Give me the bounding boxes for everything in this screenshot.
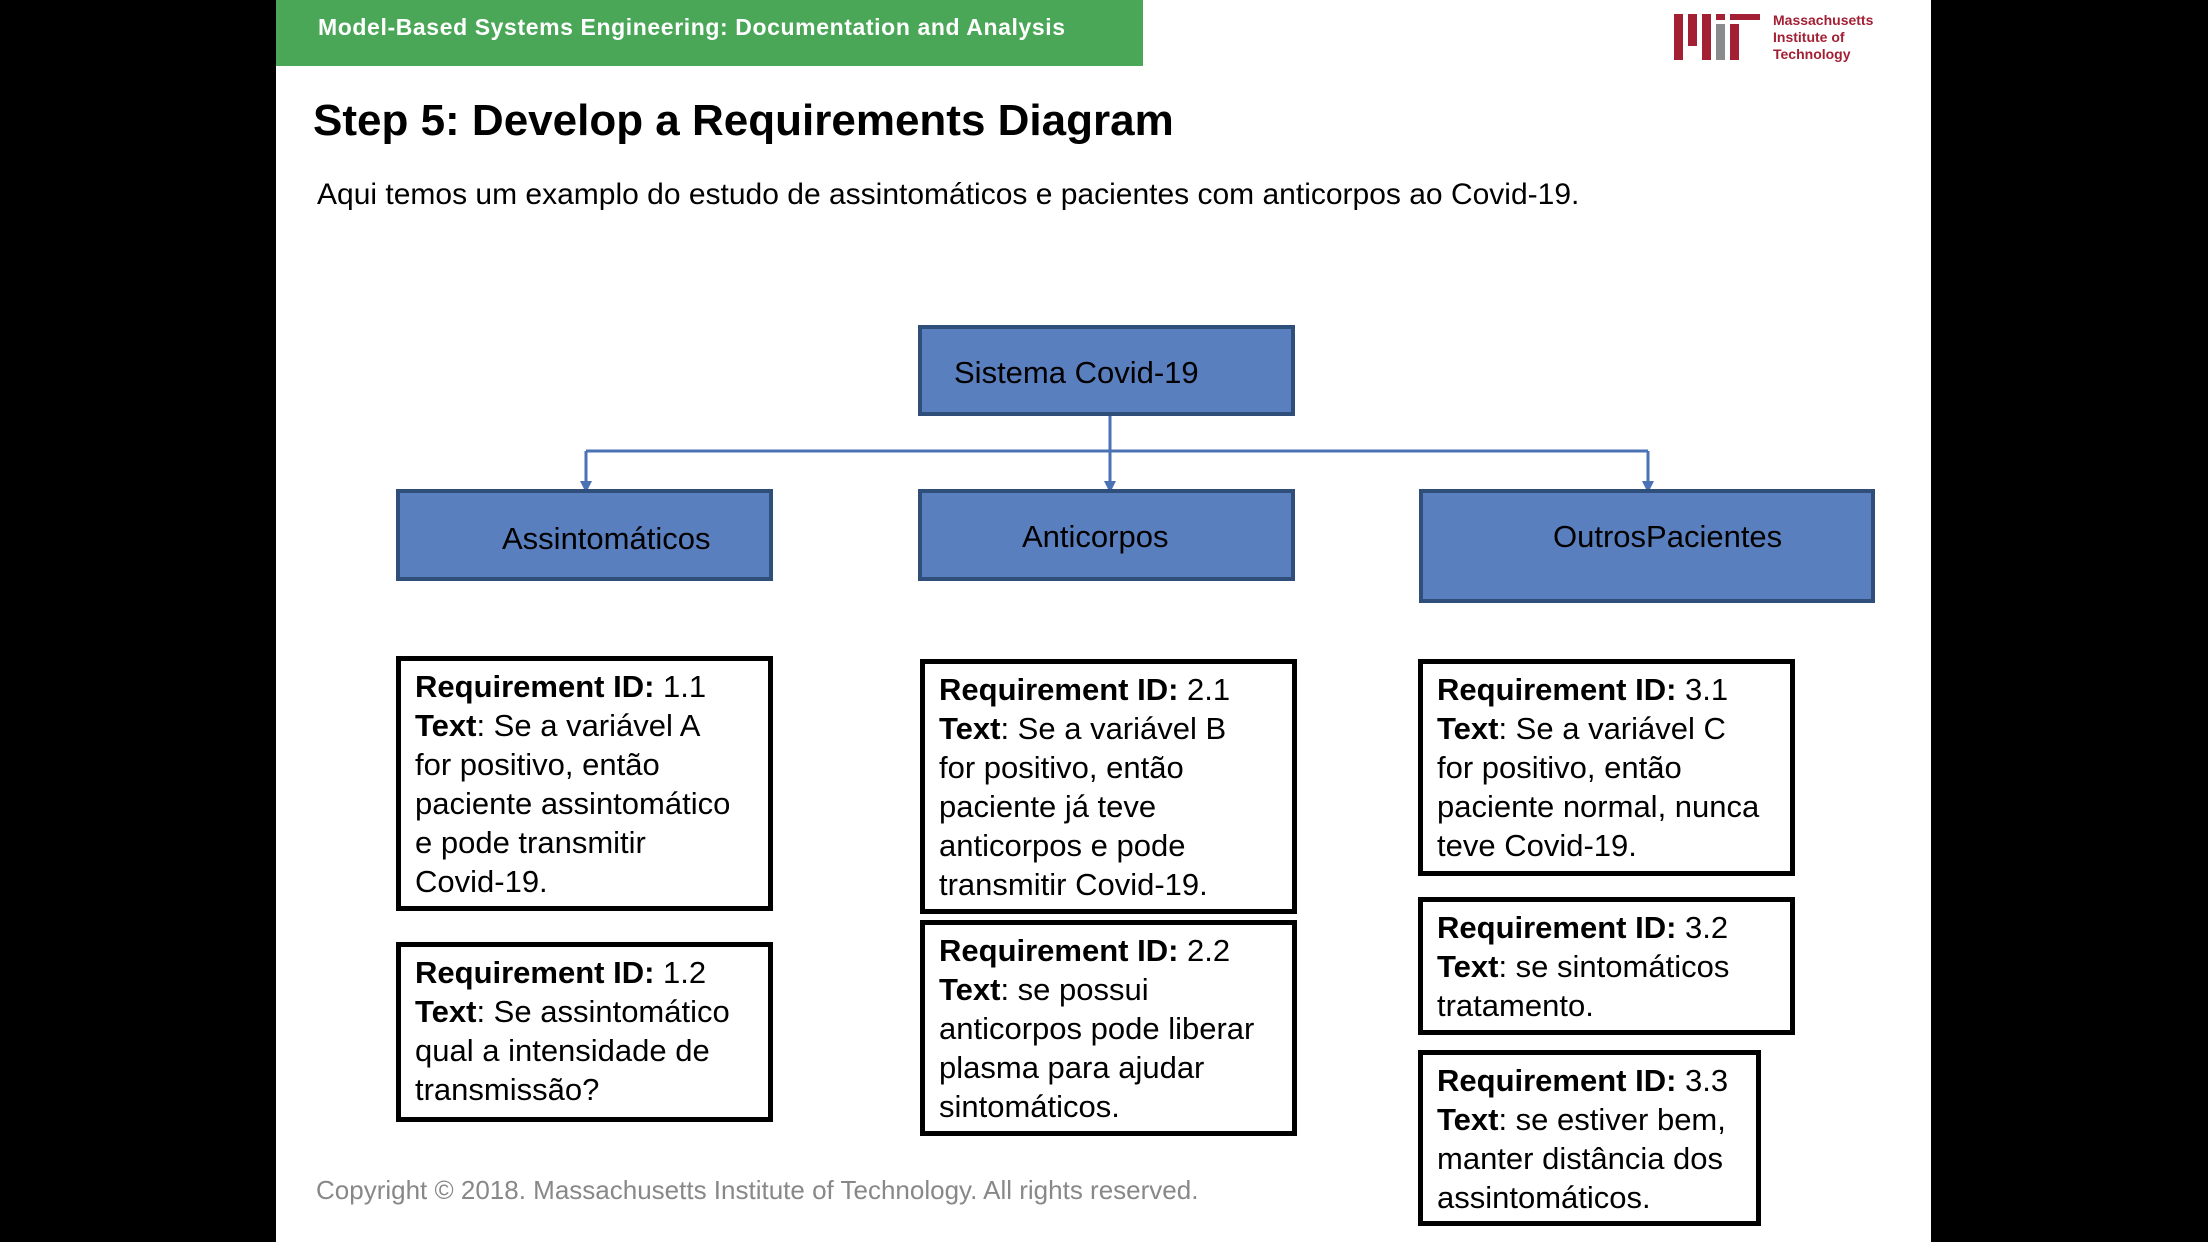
requirement-text-label: Text [939, 711, 1001, 746]
requirement-text: for positivo, então [1437, 750, 1682, 785]
requirement-text: paciente já teve [939, 789, 1157, 824]
requirement-text: sintomáticos. [939, 1089, 1120, 1124]
course-banner: Model-Based Systems Engineering: Documen… [276, 0, 1143, 66]
requirement-id-label: Requirement ID: [1437, 910, 1677, 945]
requirement-text-line: Text: Se a variável A [415, 706, 768, 745]
node-outros-pacientes: OutrosPacientes [1419, 489, 1875, 603]
requirement-text: for positivo, então [415, 747, 660, 782]
requirement-card-3-1: Requirement ID: 3.1 Text: Se a variável … [1418, 659, 1795, 876]
requirement-text: transmitir Covid-19. [939, 867, 1208, 902]
requirement-card-1-1: Requirement ID: 1.1 Text: Se a variável … [396, 656, 773, 911]
requirement-text-line: Text: Se assintomático [415, 992, 768, 1031]
requirement-text: Covid-19. [415, 864, 548, 899]
requirement-id-line: Requirement ID: 2.1 [939, 670, 1292, 709]
mit-logo-icon [1674, 14, 1760, 60]
requirement-id-line: Requirement ID: 1.1 [415, 667, 768, 706]
requirement-id-line: Requirement ID: 3.1 [1437, 670, 1790, 709]
requirement-id: 2.2 [1187, 933, 1231, 968]
requirement-text: : Se a variável A [476, 708, 701, 743]
requirement-id: 3.3 [1685, 1063, 1729, 1098]
requirement-text: : Se assintomático [476, 994, 730, 1029]
requirement-id: 3.1 [1685, 672, 1729, 707]
requirement-card-2-1: Requirement ID: 2.1 Text: Se a variável … [920, 659, 1297, 914]
requirement-text: anticorpos pode liberar [939, 1011, 1255, 1046]
course-title: Model-Based Systems Engineering: Documen… [318, 14, 1066, 40]
requirement-text: manter distância dos [1437, 1141, 1724, 1176]
requirement-id-label: Requirement ID: [415, 669, 655, 704]
requirement-text: tratamento. [1437, 988, 1594, 1023]
requirement-text: plasma para ajudar [939, 1050, 1205, 1085]
requirement-card-3-2: Requirement ID: 3.2 Text: se sintomático… [1418, 897, 1795, 1035]
requirement-id-label: Requirement ID: [1437, 672, 1677, 707]
requirement-text: paciente assintomático [415, 786, 731, 821]
logo-line: Technology [1773, 46, 1851, 62]
requirement-text: paciente normal, nunca [1437, 789, 1760, 824]
requirement-card-1-2: Requirement ID: 1.2 Text: Se assintomáti… [396, 942, 773, 1122]
requirement-text-label: Text [415, 708, 477, 743]
requirement-text-label: Text [1437, 1102, 1499, 1137]
requirement-id-line: Requirement ID: 2.2 [939, 931, 1292, 970]
requirement-text: : se sintomáticos [1498, 949, 1730, 984]
requirement-text: for positivo, então [939, 750, 1184, 785]
node-label: Anticorpos [1022, 519, 1169, 554]
requirement-text: qual a intensidade de [415, 1033, 710, 1068]
subtitle: Aqui temos um examplo do estudo de assin… [317, 178, 1580, 211]
requirement-text: : Se a variável B [1000, 711, 1227, 746]
requirement-text: : se possui [1000, 972, 1149, 1007]
node-anticorpos: Anticorpos [918, 489, 1295, 581]
requirement-text: transmissão? [415, 1072, 600, 1107]
requirement-card-3-3: Requirement ID: 3.3 Text: se estiver bem… [1418, 1050, 1761, 1226]
requirement-text-line: Text: se possui [939, 970, 1292, 1009]
connector-lines [580, 415, 1654, 493]
requirement-id-label: Requirement ID: [1437, 1063, 1677, 1098]
node-assintomaticos: Assintomáticos [396, 489, 773, 581]
requirement-id-line: Requirement ID: 3.2 [1437, 908, 1790, 947]
requirement-text-label: Text [415, 994, 477, 1029]
requirement-text-label: Text [1437, 949, 1499, 984]
requirement-id: 1.1 [663, 669, 707, 704]
node-sistema-covid: Sistema Covid-19 [918, 325, 1295, 416]
node-label: Assintomáticos [502, 521, 711, 556]
requirement-text: : Se a variável C [1498, 711, 1726, 746]
mit-logo: Massachusetts Institute of Technology [1674, 12, 1904, 64]
slide-title: Step 5: Develop a Requirements Diagram [313, 96, 1174, 145]
node-label: Sistema Covid-19 [954, 355, 1199, 390]
requirement-text: anticorpos e pode [939, 828, 1186, 863]
requirement-text-label: Text [1437, 711, 1499, 746]
logo-line: Institute of [1773, 29, 1845, 45]
requirement-id: 1.2 [663, 955, 707, 990]
requirement-text: teve Covid-19. [1437, 828, 1637, 863]
requirement-text: assintomáticos. [1437, 1180, 1651, 1215]
requirement-id-line: Requirement ID: 1.2 [415, 953, 768, 992]
requirement-id: 3.2 [1685, 910, 1729, 945]
node-label: OutrosPacientes [1553, 519, 1783, 554]
logo-line: Massachusetts [1773, 12, 1874, 28]
requirement-id-line: Requirement ID: 3.3 [1437, 1061, 1756, 1100]
requirement-text-line: Text: se estiver bem, [1437, 1100, 1756, 1139]
slide: Model-Based Systems Engineering: Documen… [276, 0, 1931, 1242]
requirement-text-label: Text [939, 972, 1001, 1007]
requirement-id-label: Requirement ID: [415, 955, 655, 990]
requirement-text-line: Text: Se a variável B [939, 709, 1292, 748]
requirement-id-label: Requirement ID: [939, 933, 1179, 968]
requirement-card-2-2: Requirement ID: 2.2 Text: se possui anti… [920, 920, 1297, 1136]
requirement-text: e pode transmitir [415, 825, 646, 860]
requirement-text: : se estiver bem, [1498, 1102, 1726, 1137]
requirement-id-label: Requirement ID: [939, 672, 1179, 707]
copyright-notice: Copyright © 2018. Massachusetts Institut… [316, 1175, 1199, 1205]
mit-wordmark: Massachusetts Institute of Technology [1773, 12, 1873, 63]
requirement-text-line: Text: se sintomáticos [1437, 947, 1790, 986]
requirement-text-line: Text: Se a variável C [1437, 709, 1790, 748]
requirement-id: 2.1 [1187, 672, 1231, 707]
